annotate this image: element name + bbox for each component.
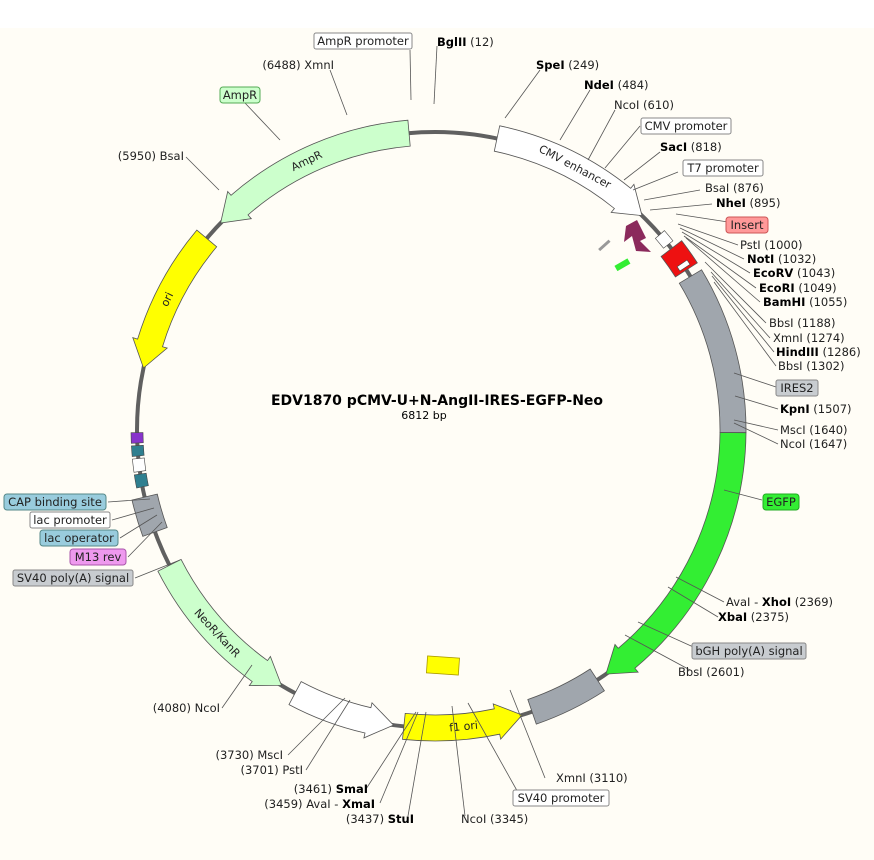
- label-egfp[interactable]: EGFP: [762, 493, 800, 511]
- svg-text:AmpR promoter: AmpR promoter: [317, 34, 409, 48]
- label-stui[interactable]: (3437) StuI: [346, 812, 414, 826]
- lac-promoter-mark[interactable]: [132, 457, 147, 473]
- label-sv40-polya[interactable]: SV40 poly(A) signal: [12, 569, 134, 587]
- label-cmv-promoter[interactable]: CMV promoter: [640, 117, 732, 135]
- label-bbsi-1188[interactable]: BbsI (1188): [769, 316, 835, 330]
- label-psti-1000[interactable]: PstI (1000): [740, 238, 803, 252]
- feature-cmv-enhancer[interactable]: [493, 125, 643, 217]
- feature-ampr[interactable]: [220, 119, 411, 224]
- label-insert[interactable]: Insert: [725, 216, 769, 234]
- orf-arrow-icon: [624, 220, 651, 252]
- feature-insert[interactable]: [660, 240, 698, 278]
- m13-rev-mark[interactable]: [130, 432, 144, 444]
- label-lac-promoter[interactable]: lac promoter: [29, 511, 111, 529]
- svg-text:EGFP: EGFP: [766, 495, 796, 509]
- svg-text:SV40 promoter: SV40 promoter: [518, 791, 605, 805]
- cap-binding-site-mark[interactable]: [133, 472, 149, 489]
- feature-bgh[interactable]: [527, 668, 605, 725]
- label-bamhi[interactable]: BamHI (1055): [763, 295, 847, 309]
- svg-text:T7 promoter: T7 promoter: [686, 161, 759, 175]
- size-unit: bp: [433, 409, 447, 422]
- small-tick-mark: [598, 239, 611, 252]
- label-lac-operator[interactable]: lac operator: [39, 529, 119, 547]
- label-t7-promoter[interactable]: T7 promoter: [682, 159, 764, 177]
- label-cap-site[interactable]: CAP binding site: [3, 493, 107, 511]
- t7-promoter-mark[interactable]: [676, 259, 691, 272]
- svg-text:Insert: Insert: [731, 218, 764, 232]
- label-sv40-promoter[interactable]: SV40 promoter: [512, 789, 610, 807]
- label-spei[interactable]: SpeI (249): [536, 58, 599, 72]
- small-yellow-mark: [425, 655, 460, 676]
- label-m13-rev[interactable]: M13 rev: [69, 548, 127, 566]
- leader-lines: [107, 45, 779, 817]
- svg-text:IRES2: IRES2: [780, 381, 813, 395]
- svg-text:bGH poly(A) signal: bGH poly(A) signal: [695, 644, 802, 658]
- feature-label-f1ori: f1 ori: [449, 719, 479, 735]
- svg-text:CMV promoter: CMV promoter: [645, 119, 728, 133]
- svg-text:CAP binding site: CAP binding site: [8, 495, 102, 509]
- label-xmni-1274[interactable]: XmnI (1274): [773, 331, 845, 345]
- feature-ori[interactable]: [132, 229, 218, 369]
- label-layer: AmpR promoter BglII (12) (6488) XmnI Amp…: [3, 32, 861, 826]
- label-hindiii[interactable]: HindIII (1286): [776, 345, 861, 359]
- label-ncoi-610[interactable]: NcoI (610): [614, 98, 674, 112]
- label-ncoi-1647[interactable]: NcoI (1647): [780, 437, 847, 451]
- feature-sv40promoter[interactable]: [288, 681, 395, 739]
- label-ampr-promoter[interactable]: AmpR promoter: [313, 32, 413, 50]
- label-noti[interactable]: NotI (1032): [747, 252, 816, 266]
- label-kpni[interactable]: KpnI (1507): [780, 402, 852, 416]
- label-bsai-876[interactable]: BsaI (876): [705, 181, 764, 195]
- label-ires2[interactable]: IRES2: [775, 379, 819, 397]
- label-msci-1640[interactable]: MscI (1640): [780, 423, 848, 437]
- label-ampr[interactable]: AmpR: [219, 86, 261, 104]
- label-psti-3701[interactable]: (3701) PstI: [240, 763, 303, 777]
- feature-neor[interactable]: [157, 558, 283, 687]
- label-saci[interactable]: SacI (818): [660, 140, 722, 154]
- label-xhoi[interactable]: AvaI - XhoI (2369): [726, 595, 833, 609]
- label-ecori[interactable]: EcoRI (1049): [759, 281, 837, 295]
- label-bgh[interactable]: bGH poly(A) signal: [691, 642, 807, 660]
- label-ncoi-4080[interactable]: (4080) NcoI: [153, 701, 220, 715]
- label-xmni-6488[interactable]: (6488) XmnI: [262, 58, 334, 72]
- label-xmai[interactable]: (3459) AvaI - XmaI: [264, 797, 375, 811]
- label-xmni-3110[interactable]: XmnI (3110): [556, 771, 628, 785]
- svg-text:SV40 poly(A) signal: SV40 poly(A) signal: [17, 571, 129, 585]
- label-ncoi-3345[interactable]: NcoI (3345): [461, 812, 528, 826]
- label-bglii[interactable]: BglII (12): [437, 35, 494, 49]
- svg-text:M13 rev: M13 rev: [75, 550, 122, 564]
- feature-f1ori[interactable]: [402, 703, 523, 742]
- label-msci-3730[interactable]: (3730) MscI: [215, 748, 283, 762]
- plasmid-title: EDV1870 pCMV-U+N-AngII-IRES-EGFP-Neo: [271, 393, 603, 409]
- plasmid-size: 6812 bp: [401, 409, 446, 422]
- svg-text:AmpR: AmpR: [223, 88, 257, 102]
- label-bbsi-2601[interactable]: BbsI (2601): [678, 665, 744, 679]
- feature-egfp[interactable]: [605, 432, 747, 675]
- label-xbai[interactable]: XbaI (2375): [718, 610, 789, 624]
- svg-text:lac operator: lac operator: [44, 531, 114, 545]
- label-nhei[interactable]: NheI (895): [716, 196, 780, 210]
- lac-operator-mark[interactable]: [131, 444, 145, 457]
- label-bsai-5950[interactable]: (5950) BsaI: [118, 149, 184, 163]
- small-green-mark: [614, 258, 631, 272]
- svg-text:lac promoter: lac promoter: [33, 513, 107, 527]
- label-ndei[interactable]: NdeI (484): [584, 78, 649, 92]
- feature-label-ori: ori: [158, 290, 176, 309]
- label-bbsi-1302[interactable]: BbsI (1302): [778, 359, 844, 373]
- label-ecorv[interactable]: EcoRV (1043): [753, 266, 835, 280]
- cmv-promoter-mark[interactable]: [654, 230, 674, 249]
- label-smai[interactable]: (3461) SmaI: [294, 782, 368, 796]
